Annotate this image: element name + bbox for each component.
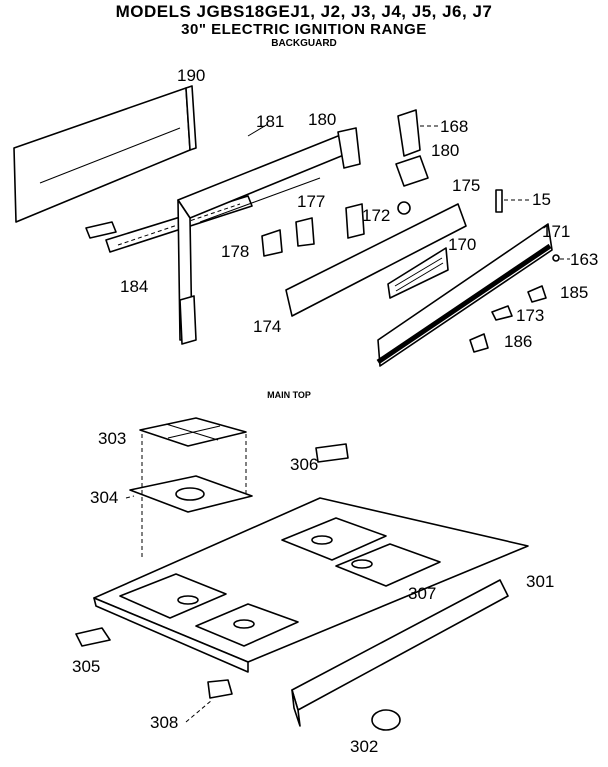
part-180-backguard-frame	[177, 127, 361, 345]
callout-15: 15	[532, 190, 551, 209]
callout-178: 178	[221, 242, 249, 261]
part-173-spring	[491, 305, 513, 321]
callout-181: 181	[256, 112, 284, 131]
part-175-switch	[397, 201, 411, 215]
section-label-backguard: BACKGUARD	[271, 38, 337, 49]
callout-306: 306	[290, 455, 318, 474]
part-308-bracket	[207, 679, 233, 699]
part-305-clip	[75, 627, 111, 647]
callout-168: 168	[440, 117, 468, 136]
part-306-igniter	[315, 443, 349, 463]
callout-173: 173	[516, 306, 544, 325]
callout-307: 307	[408, 584, 436, 603]
callout-190: 190	[177, 66, 205, 85]
part-301-front-rail	[291, 579, 509, 727]
callout-175: 175	[452, 176, 480, 195]
callout-171: 171	[542, 222, 570, 241]
part-307-cooktop	[93, 497, 529, 673]
callout-302: 302	[350, 737, 378, 756]
callout-170: 170	[448, 235, 476, 254]
leader-308	[185, 699, 213, 723]
callout-308: 308	[150, 713, 178, 732]
part-15-screw	[495, 189, 503, 213]
callout-180-clip: 180	[431, 141, 459, 160]
part-304-drip-pan	[129, 475, 253, 513]
part-177-bracket	[295, 217, 315, 247]
callout-185: 185	[560, 283, 588, 302]
part-186-clip	[469, 333, 489, 353]
leader-304	[125, 495, 135, 499]
part-181-leader	[247, 123, 269, 137]
part-180-clip	[395, 155, 429, 187]
part-163-screw	[552, 254, 560, 262]
part-303-burner-grate	[139, 417, 247, 447]
part-172-control-panel	[285, 203, 467, 317]
callout-303: 303	[98, 429, 126, 448]
part-170-vent-grille	[387, 247, 449, 299]
diagram-subtitle: 30" ELECTRIC IGNITION RANGE	[181, 21, 427, 38]
part-171-front-trim	[376, 223, 553, 367]
callout-180-frame: 180	[308, 110, 336, 129]
callout-172: 172	[362, 206, 390, 225]
callout-177: 177	[297, 192, 325, 211]
part-178-bracket	[261, 229, 283, 257]
callout-304: 304	[90, 488, 118, 507]
part-302-knob	[371, 709, 401, 731]
callout-174: 174	[253, 317, 281, 336]
part-185-clip	[527, 285, 547, 303]
callout-186: 186	[504, 332, 532, 351]
callout-163: 163	[570, 250, 598, 269]
diagram-title: MODELS JGBS18GEJ1, J2, J3, J4, J5, J6, J…	[115, 2, 493, 21]
callout-305: 305	[72, 657, 100, 676]
section-label-main-top: MAIN TOP	[267, 390, 311, 400]
part-190-rear-panel	[13, 85, 197, 223]
callout-301: 301	[526, 572, 554, 591]
callout-184: 184	[120, 277, 148, 296]
part-168-bracket	[397, 109, 421, 157]
